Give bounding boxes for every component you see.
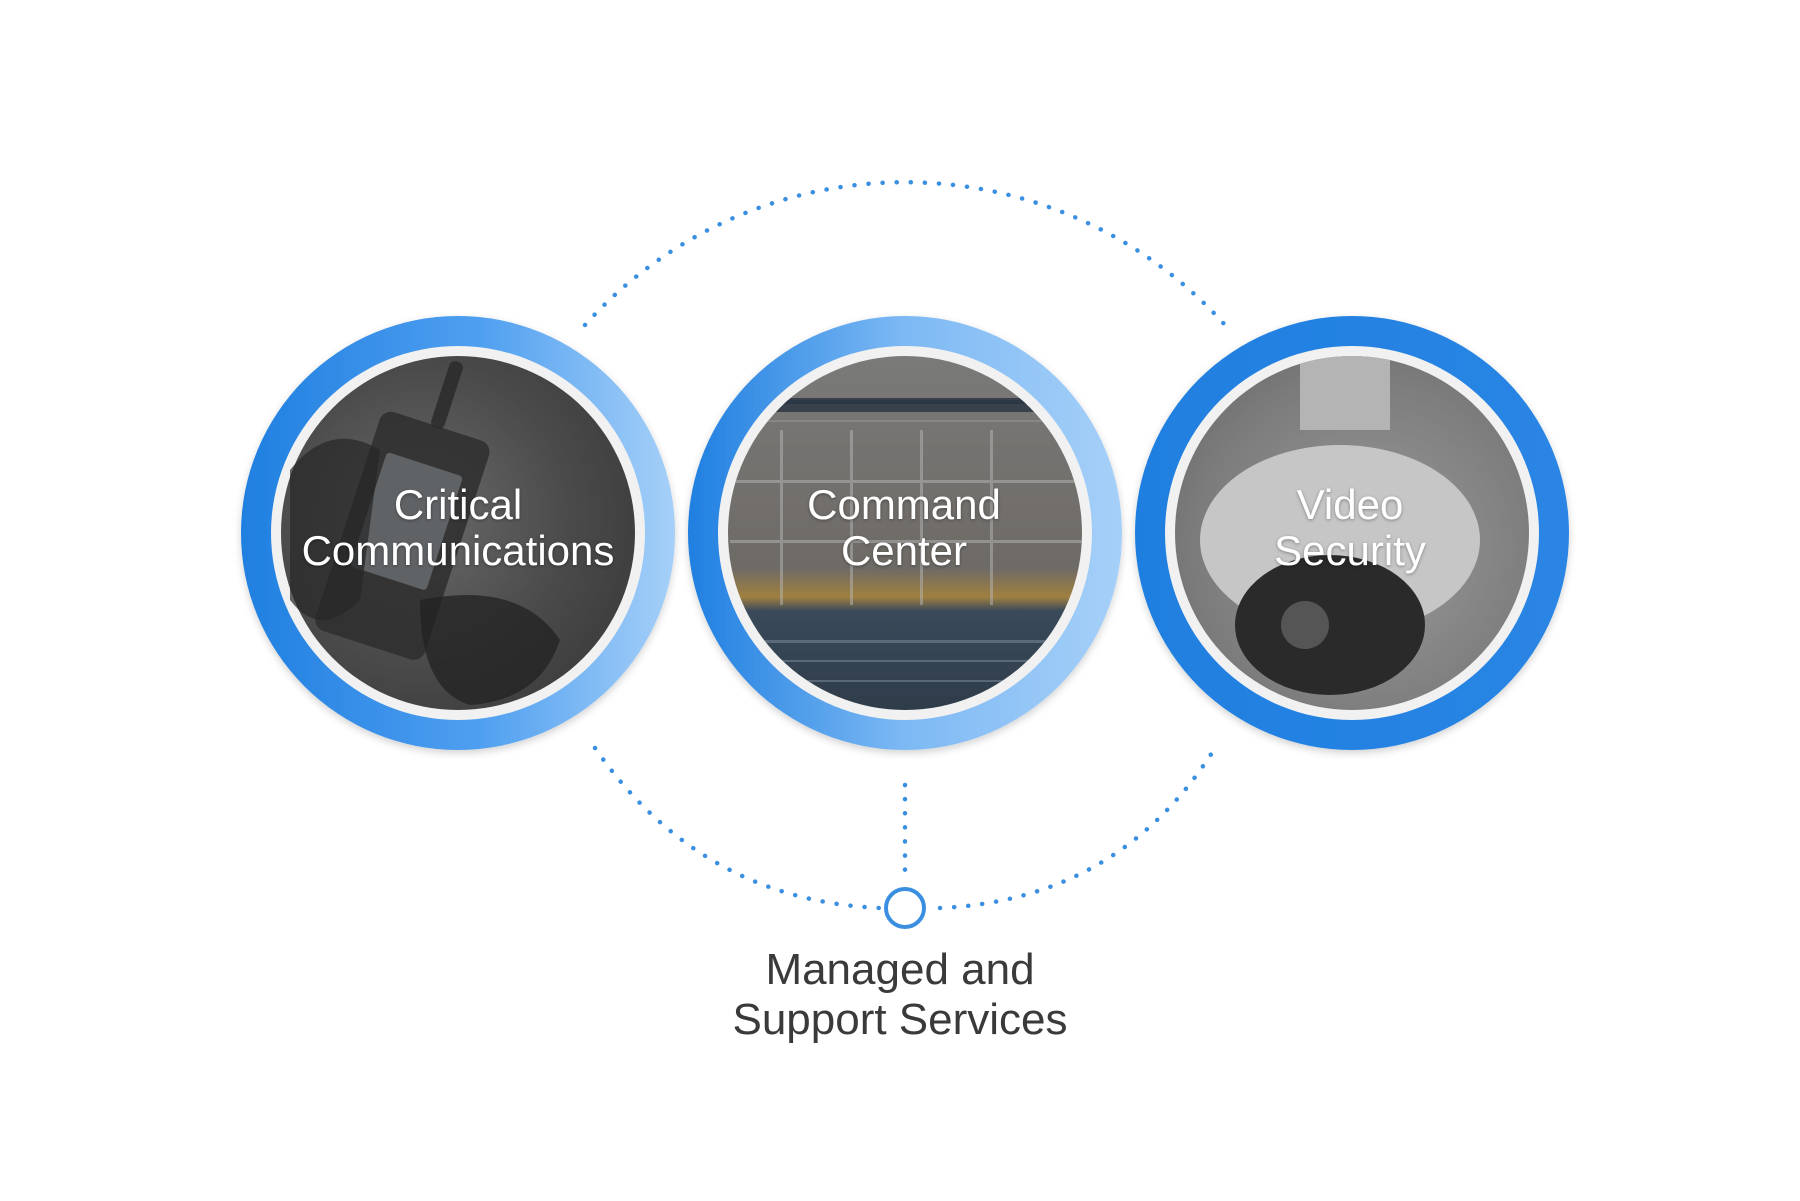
node-command-center — [688, 316, 1122, 750]
node-video-label-line2: Security — [1274, 527, 1426, 574]
radio-screen-shape — [350, 452, 463, 590]
node-video-security — [1135, 316, 1569, 750]
hub-node-circle — [884, 887, 926, 929]
node-critical-label-line2: Communications — [301, 527, 615, 574]
glove-hand-shape — [290, 438, 380, 620]
radio-antenna-shape — [431, 361, 463, 429]
camera-lens-dome-shape — [1235, 555, 1425, 695]
node-command-label-line1: Command — [807, 481, 1001, 528]
node-critical-label: Critical Communications — [268, 482, 648, 574]
camera-mount-shape — [1300, 356, 1390, 430]
node-command-label: Command Center — [714, 482, 1094, 574]
hub-label: Managed and Support Services — [600, 945, 1200, 1045]
camera-lens-shape — [1281, 601, 1329, 649]
monitor-toolbar-shape — [745, 398, 1065, 412]
orbit-top-arc — [582, 179, 1228, 328]
hub-label-line2: Support Services — [732, 995, 1068, 1044]
node-command-label-line2: Center — [840, 527, 968, 574]
node-command-photo — [728, 356, 1082, 710]
node-critical-communications — [241, 316, 675, 750]
node-critical-label-line1: Critical — [393, 481, 523, 528]
orbit-bottom-arc-right — [937, 745, 1218, 911]
hub-label-line1: Managed and — [765, 945, 1035, 994]
node-video-label-line1: Video — [1296, 481, 1404, 528]
node-video-label: Video Security — [1160, 482, 1540, 574]
orbit-bottom-arc — [592, 745, 883, 911]
glove-hand-lower-shape — [420, 595, 560, 705]
